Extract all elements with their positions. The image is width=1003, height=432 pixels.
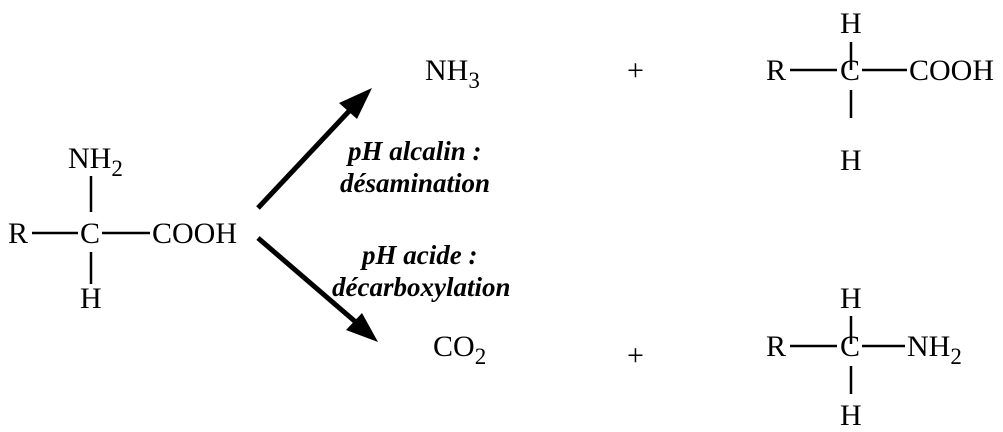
condition-decarboxylation-label: décarboxylation — [332, 272, 510, 302]
condition-deamination-label: désamination — [340, 168, 490, 198]
plus-sign-upper: + — [627, 54, 644, 87]
reactant-r-group: R — [8, 217, 28, 250]
reactant-molecule: NH2 R C COOH H — [8, 142, 237, 315]
arrow-down — [256, 236, 378, 342]
acid-hydrogen-top: H — [840, 7, 862, 40]
plus-sign-lower: + — [627, 339, 644, 372]
acid-carboxyl: COOH — [909, 54, 994, 87]
amine-hydrogen-bottom: H — [840, 399, 862, 432]
product-ammonia: NH3 — [425, 54, 480, 93]
condition-acid-label: pH acide : — [360, 240, 477, 270]
product-carbon-dioxide: CO2 — [433, 330, 486, 369]
amine-group: NH2 — [907, 330, 962, 369]
condition-alkaline-label: pH alcalin : — [346, 136, 482, 166]
arrow-up — [256, 88, 372, 210]
reactant-carbon: C — [80, 217, 100, 250]
amine-r-group: R — [766, 330, 786, 363]
acid-hydrogen-bottom: H — [840, 144, 862, 177]
amine-hydrogen-top: H — [840, 282, 862, 315]
amine-carbon: C — [840, 330, 860, 363]
reactant-hydrogen: H — [80, 282, 102, 315]
reactant-carboxyl: COOH — [152, 217, 237, 250]
acid-r-group: R — [766, 54, 786, 87]
reactant-amino-group: NH2 — [68, 142, 123, 181]
product-carboxylic-acid: H R C COOH H — [766, 7, 994, 177]
product-amine: H R C NH2 H — [766, 282, 962, 432]
acid-carbon: C — [840, 54, 860, 87]
